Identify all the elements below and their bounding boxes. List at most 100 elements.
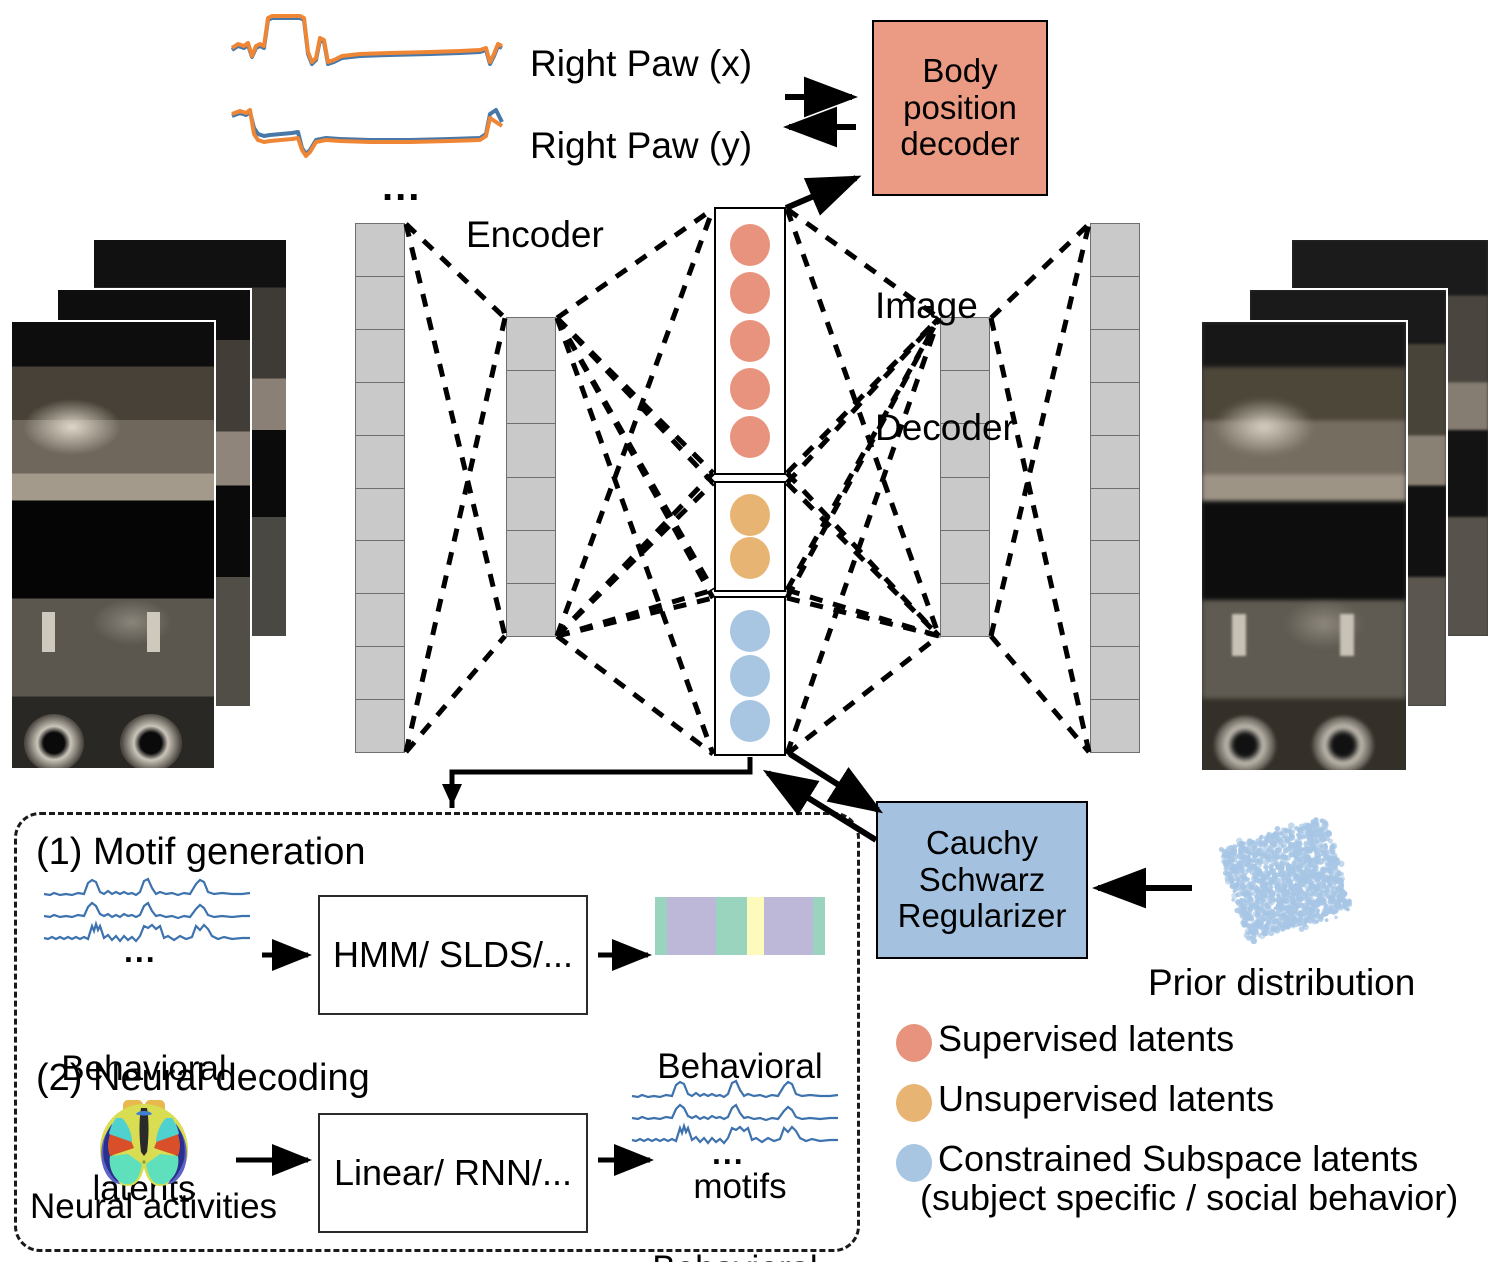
bar-cell [1091, 224, 1139, 277]
bar-cell [1091, 330, 1139, 383]
paw-trace-y-label: Right Paw (y) [530, 125, 753, 166]
body-position-decoder-line2: position [903, 88, 1017, 126]
regularizer-line3: Regularizer [897, 897, 1067, 935]
input-frame-1 [10, 320, 216, 770]
latent-dot-supervised [730, 224, 770, 266]
neural-decoding-title: (2) Neural decoding [36, 1057, 370, 1099]
bar-cell [941, 478, 989, 531]
motif-segment [746, 897, 764, 955]
decoding-model-box[interactable]: Linear/ RNN/... [318, 1113, 588, 1233]
legend-label-constrained: Constrained Subspace latents [938, 1138, 1419, 1179]
legend-item-supervised: Supervised latents [896, 1018, 1496, 1062]
legend-item-unsupervised: Unsupervised latents [896, 1079, 1496, 1122]
brain-illustration [88, 1098, 200, 1190]
encoder-edges-2 [554, 206, 716, 756]
behavioral-latents-2-line1: Behavioral [640, 1249, 830, 1262]
bar-cell [507, 531, 555, 584]
downstream-analyses-panel [14, 812, 860, 1252]
behavioral-motifs-line1: Behavioral [657, 1046, 823, 1086]
constrained-latents-box[interactable] [714, 596, 786, 756]
legend-swatch-constrained [896, 1144, 932, 1182]
decoder-hidden-bar [940, 317, 990, 637]
bar-cell [356, 330, 404, 383]
bar-cell [356, 383, 404, 436]
bar-cell [1091, 594, 1139, 648]
bar-cell [356, 594, 404, 648]
motif-segment [716, 897, 747, 955]
bar-cell [356, 436, 404, 489]
bar-cell [507, 318, 555, 372]
cauchy-schwarz-regularizer-box[interactable]: Cauchy Schwarz Regularizer [876, 801, 1088, 959]
bar-cell [1091, 277, 1139, 330]
motif-generation-title: (1) Motif generation [36, 831, 366, 873]
latent-dot-constrained [730, 700, 770, 743]
bar-cell [356, 700, 404, 752]
prior-distribution-label: Prior distribution [1148, 962, 1416, 1003]
behavioral-latents-label-2: Behavioral latents [640, 1168, 830, 1262]
bar-cell [507, 371, 555, 425]
behavioral-motifs-label: Behavioral motifs [645, 966, 835, 1262]
latent-dot-unsupervised [730, 537, 770, 580]
traces-ellipsis: ... [382, 165, 422, 209]
latent-dot-supervised [730, 320, 770, 362]
bar-cell [356, 277, 404, 330]
behavioral-latents-ellipsis-1: ... [124, 933, 157, 969]
bar-cell [356, 224, 404, 277]
motif-segment [763, 897, 814, 955]
behavioral-latents-line1: Behavioral [61, 1048, 227, 1088]
regularizer-line1: Cauchy [926, 823, 1038, 861]
bar-cell [1091, 647, 1139, 701]
motif-segment [655, 897, 667, 955]
body-position-decoder-box[interactable]: Body position decoder [872, 20, 1048, 196]
bar-cell [941, 531, 989, 584]
bar-cell [941, 584, 989, 636]
legend-swatch-unsupervised [896, 1084, 932, 1122]
legend-label-supervised: Supervised latents [938, 1018, 1235, 1059]
body-position-decoder-line3: decoder [900, 125, 1020, 163]
latents-to-body-decoder-arrow [784, 175, 862, 216]
behavioral-motifs-line2: motifs [693, 1167, 787, 1207]
bar-cell [941, 424, 989, 478]
bar-cell [356, 489, 404, 542]
body-decoder-bidirectional-arrows [783, 76, 858, 148]
bar-cell [356, 541, 404, 595]
latent-dot-supervised [730, 272, 770, 314]
bar-cell [507, 584, 555, 636]
paw-trace-x-label: Right Paw (x) [530, 43, 753, 84]
latent-dot-constrained [730, 609, 770, 652]
bar-cell [1091, 489, 1139, 542]
legend-swatch-supervised [896, 1024, 932, 1062]
paw-trace-x [230, 12, 520, 102]
bar-cell [356, 647, 404, 701]
bar-cell [1091, 541, 1139, 595]
bar-cell [1091, 436, 1139, 489]
image-decoder-line2: Decoder [875, 407, 1015, 449]
motif-model-box[interactable]: HMM/ SLDS/... [318, 895, 588, 1015]
image-decoder-line1: Image [875, 285, 978, 327]
bar-cell [1091, 700, 1139, 752]
bar-cell [1091, 383, 1139, 436]
behavioral-motifs-bar [655, 897, 825, 955]
latent-dot-unsupervised [730, 493, 770, 536]
motif-segment [666, 897, 717, 955]
image-decoder-label: Image Decoder [875, 205, 1015, 531]
bar-cell [941, 371, 989, 425]
motif-segment [813, 897, 825, 955]
encoder-label: Encoder [466, 214, 604, 255]
legend-sublabel-constrained: (subject specific / social behavior) [920, 1176, 1459, 1218]
prior-distribution-scatter [1196, 800, 1376, 960]
body-position-decoder-line1: Body [922, 51, 998, 89]
unsupervised-latents-box[interactable] [714, 481, 786, 592]
behavioral-latents-traces-2 [630, 1078, 840, 1150]
neural-activities-label: Neural activities [30, 1187, 278, 1226]
behavioral-latents-ellipsis-2: ... [712, 1135, 745, 1171]
output-frame-1 [1200, 320, 1408, 772]
encoder-input-bar [355, 223, 405, 753]
bar-cell [941, 318, 989, 372]
paw-trace-y [230, 92, 520, 182]
encoder-hidden-bar [506, 317, 556, 637]
supervised-latents-box[interactable] [714, 207, 786, 475]
legend-item-constrained: Constrained Subspace latents (subject sp… [896, 1138, 1510, 1218]
latents-to-panel-arrow [442, 757, 753, 808]
